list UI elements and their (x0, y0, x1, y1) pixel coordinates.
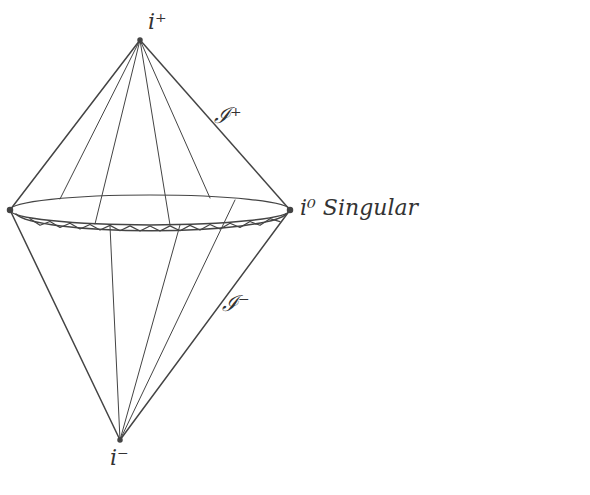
cone-generator (120, 200, 235, 440)
boundary-label: ℐ⁻ (222, 292, 250, 316)
point-label: i⁺ (148, 10, 167, 34)
cone-edge (140, 40, 290, 210)
cone-generator (110, 226, 120, 440)
point-marker (118, 438, 122, 442)
cone-edge (10, 40, 140, 210)
cone-generator (60, 40, 140, 199)
point-marker (138, 38, 142, 42)
cone-edge (10, 210, 120, 440)
point-label: i⁰ Singular (300, 196, 418, 220)
cone-generator (95, 40, 140, 224)
singular-band-edge (16, 214, 286, 231)
point-marker (288, 208, 293, 213)
cone-generator (140, 40, 210, 198)
point-label: i⁻ (110, 446, 129, 470)
equator-back (10, 195, 290, 210)
singularity-zigzag (30, 219, 280, 231)
cone-edge (120, 210, 290, 440)
cone-generator (140, 40, 170, 225)
boundary-label: ℐ⁺ (214, 104, 242, 128)
point-marker (8, 208, 13, 213)
